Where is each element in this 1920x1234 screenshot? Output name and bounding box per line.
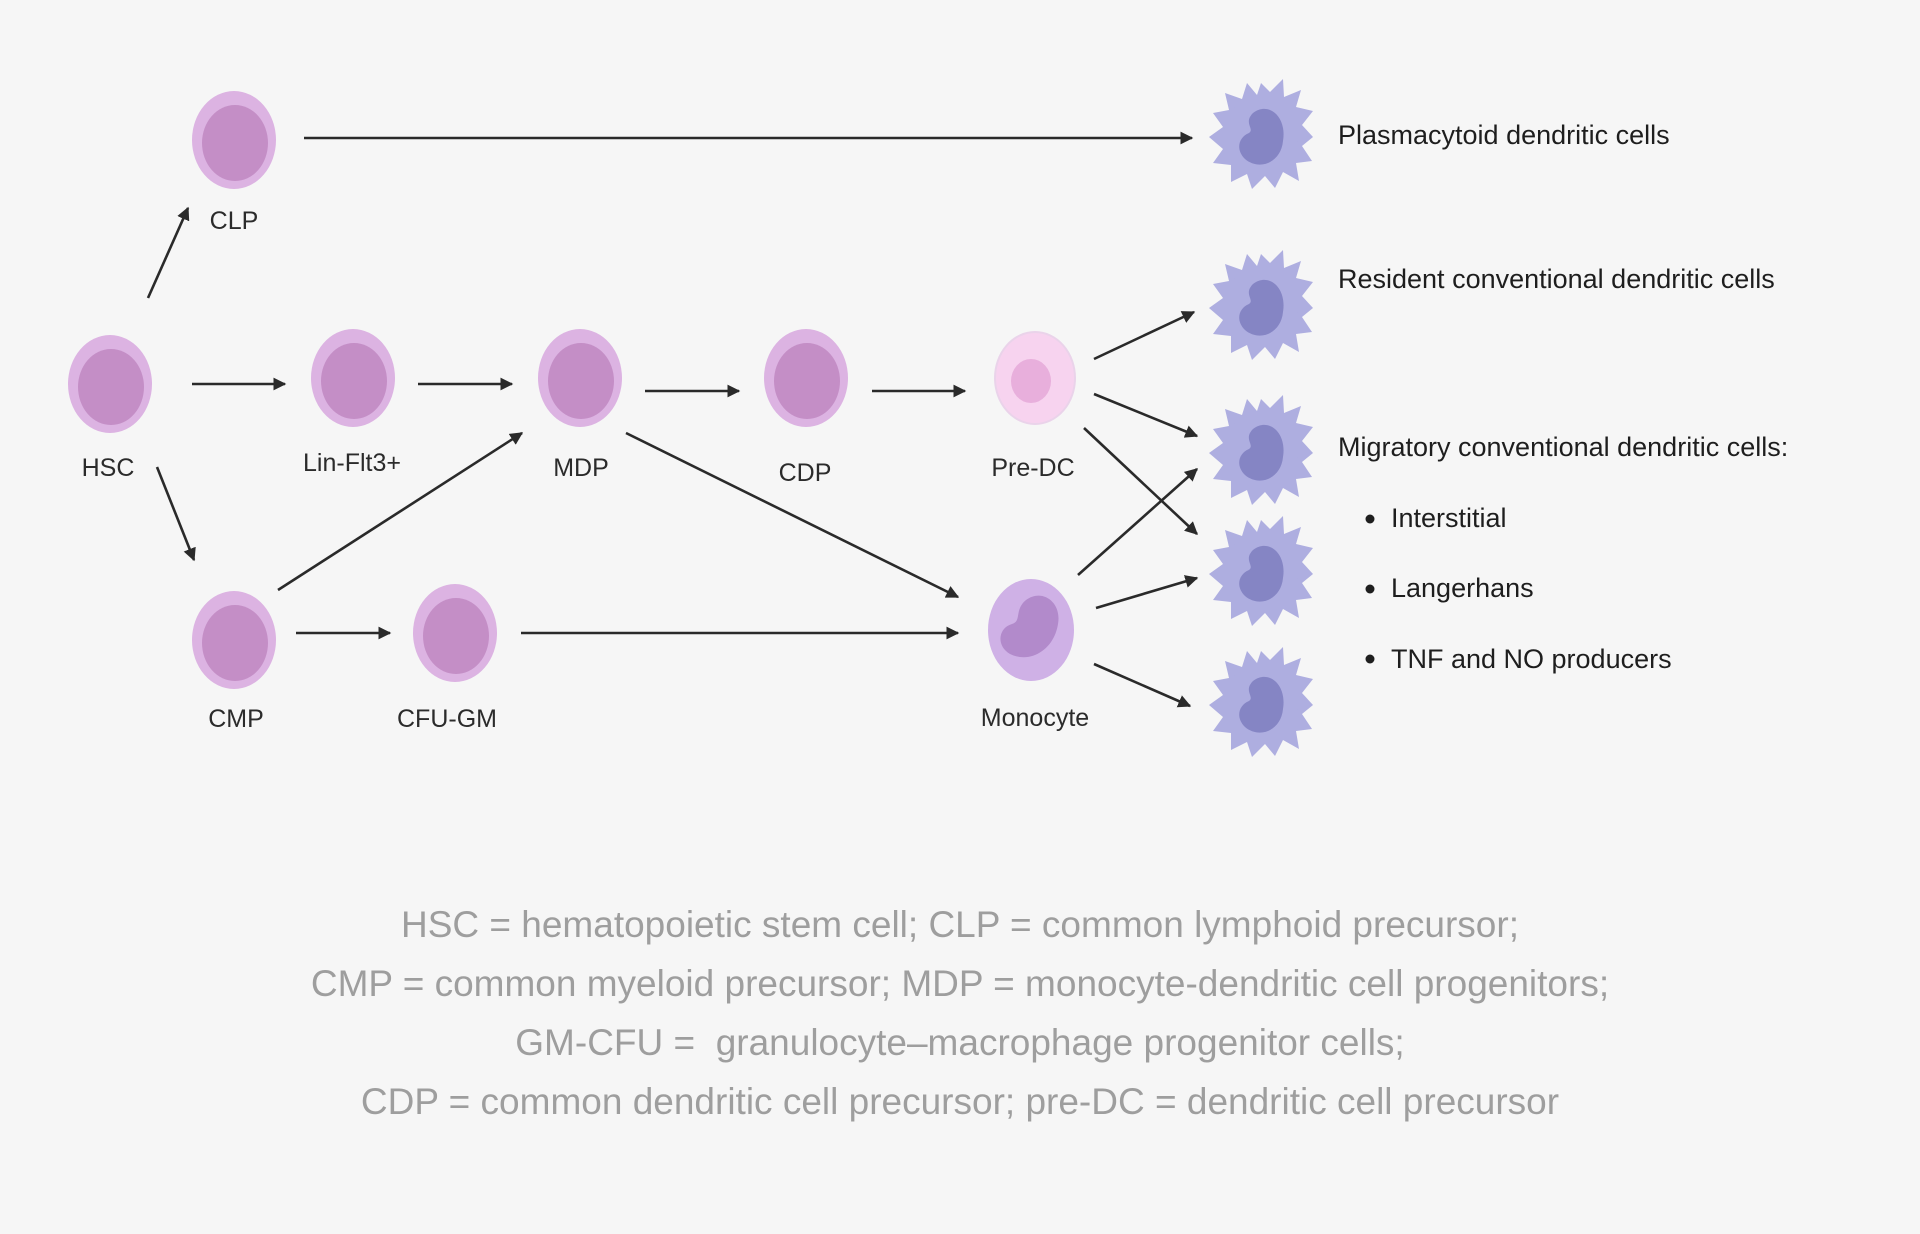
migratory-dendritic-cell-1 (1209, 395, 1313, 505)
arrow-predc-migratory-2 (1083, 427, 1198, 535)
migratory-types-list: Interstitial Langerhans TNF and NO produ… (1365, 503, 1672, 674)
pre-dc-label: Pre-DC (991, 454, 1074, 482)
arrow-monocyte-migratory-1 (1077, 468, 1198, 576)
migratory-type-item: Langerhans (1391, 573, 1534, 603)
lin-flt3-label: Lin-Flt3+ (303, 449, 401, 477)
clp-label: CLP (210, 207, 259, 235)
migratory-type-item: TNF and NO producers (1391, 644, 1672, 674)
mdp-cell (538, 329, 622, 427)
pre-dc-cell (994, 331, 1076, 425)
clp-cell (192, 91, 276, 189)
legend-line: HSC = hematopoietic stem cell; CLP = com… (400, 904, 1519, 945)
migratory-label: Migratory conventional dendritic cells: (1338, 432, 1788, 462)
plasmacytoid-dendritic-cell (1209, 79, 1313, 189)
monocyte-cell (988, 579, 1074, 681)
resident-label: Resident conventional dendritic cells (1338, 264, 1775, 294)
hsc-cell (68, 335, 152, 433)
cdp-cell (764, 329, 848, 427)
cfu-gm-cell (413, 584, 497, 682)
arrow-hsc-clp (146, 206, 190, 299)
arrow-cmp-mdp (277, 431, 524, 592)
migratory-dendritic-cell-3 (1209, 647, 1313, 757)
bullet-icon (1365, 654, 1375, 664)
resident-dendritic-cell (1209, 250, 1313, 360)
arrow-hsc-cmp (155, 466, 196, 562)
hsc-label: HSC (82, 454, 135, 482)
cmp-label: CMP (208, 705, 264, 733)
arrow-monocyte-migratory-3 (1093, 662, 1192, 708)
cfu-gm-label: CFU-GM (397, 705, 497, 733)
lin-flt3-cell (311, 329, 395, 427)
monocyte-label: Monocyte (981, 704, 1089, 732)
abbreviation-legend: HSC = hematopoietic stem cell; CLP = com… (0, 895, 1920, 1131)
arrow-predc-migratory-1 (1093, 392, 1199, 438)
plasmacytoid-label: Plasmacytoid dendritic cells (1338, 120, 1670, 150)
bullet-icon (1365, 584, 1375, 594)
migratory-type-item: Interstitial (1391, 503, 1507, 533)
migratory-dendritic-cell-2 (1209, 516, 1313, 626)
legend-line: CMP = common myeloid precursor; MDP = mo… (310, 963, 1610, 1004)
legend-line: CDP = common dendritic cell precursor; p… (360, 1081, 1560, 1122)
arrows (146, 131, 1199, 708)
hematopoiesis-diagram: CLP HSC Lin-Flt3+ MDP CDP Pre-DC CMP CFU… (68, 79, 1788, 757)
legend-line: GM-CFU = granulocyte–macrophage progenit… (515, 1022, 1405, 1063)
bullet-icon (1365, 514, 1375, 524)
arrow-monocyte-migratory-2 (1095, 575, 1199, 610)
arrow-mdp-monocyte (625, 431, 960, 599)
mdp-label: MDP (553, 454, 609, 482)
arrow-predc-resident (1093, 310, 1196, 361)
cdp-label: CDP (779, 459, 832, 487)
cmp-cell (192, 591, 276, 689)
